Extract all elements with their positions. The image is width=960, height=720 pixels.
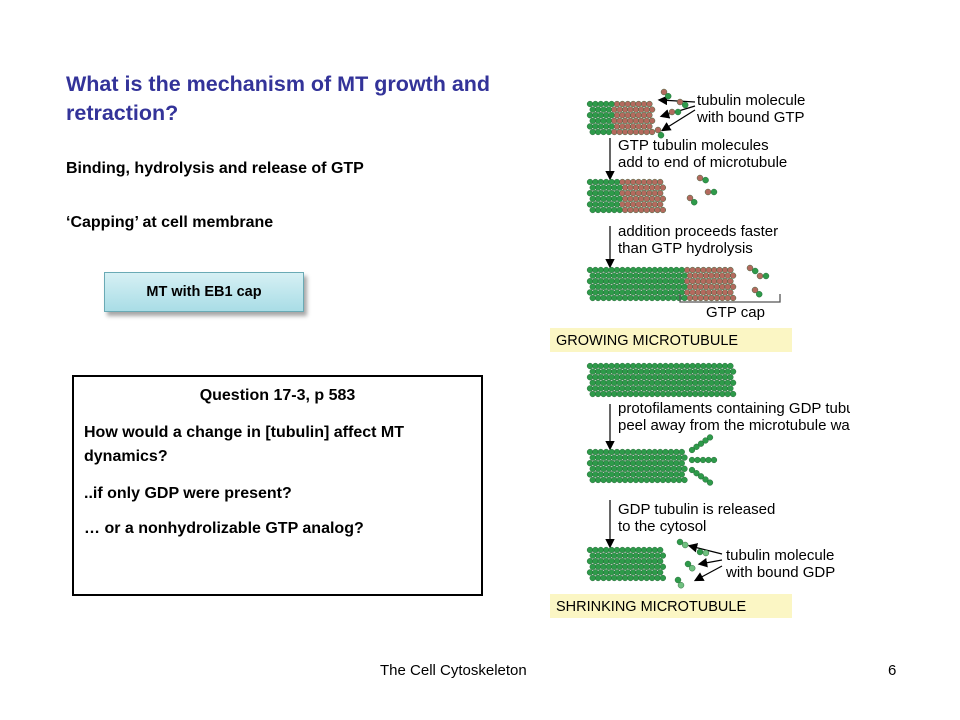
microtubule-stage1: [586, 100, 656, 136]
gtp-cap-bracket: [679, 294, 781, 303]
label-gtp-cap: GTP cap: [706, 304, 765, 321]
label-step2-1: addition proceeds faster: [618, 223, 778, 240]
label-step1-2: add to end of microtubule: [618, 154, 787, 171]
label-step4-2: to the cytosol: [618, 518, 706, 535]
label-step3-2: peel away from the microtubule wall: [618, 417, 850, 434]
shrinking-banner: [550, 594, 792, 618]
question-gdp-line: ..if only GDP were present?: [84, 485, 292, 502]
label-growing: GROWING MICROTUBULE: [556, 333, 738, 349]
label-gtp-tubulin-1: tubulin molecule: [697, 92, 805, 109]
label-gdp-tubulin-1: tubulin molecule: [726, 547, 834, 564]
label-shrinking: SHRINKING MICROTUBULE: [556, 599, 746, 615]
question-body: How would a change in [tubulin] affect M…: [84, 424, 404, 465]
eb1-cap-button[interactable]: MT with EB1 cap: [104, 272, 304, 312]
slide-number: 6: [888, 662, 897, 679]
question-header: Question 17-3, p 583: [199, 387, 356, 404]
gtp-cycle-text: Binding, hydrolysis and release of GTP: [66, 160, 364, 177]
label-step3-1: protofilaments containing GDP tubulin: [618, 400, 850, 417]
arrow-tubulin-gtp-c: [660, 109, 696, 132]
footer-title: The Cell Cytoskeleton: [380, 662, 527, 679]
microtubule-stage2: [586, 178, 667, 214]
label-step4-1: GDP tubulin is released: [618, 501, 775, 518]
label-gdp-tubulin-2: with bound GDP: [725, 564, 835, 581]
label-step2-2: than GTP hydrolysis: [618, 240, 753, 257]
question-box: Question 17-3, p 583 How would a change …: [72, 375, 483, 596]
capping-text: ‘Capping’ at cell membrane: [66, 214, 274, 231]
question-gtp-analog-line: … or a nonhydrolizable GTP analog?: [84, 520, 364, 537]
arrow-tubulin-gdp-c: [693, 565, 723, 582]
arrow-tubulin-gdp-b: [697, 557, 723, 568]
free-tubulin-molecules: [654, 88, 770, 589]
peeling-protofilaments: [688, 434, 718, 486]
label-step1-1: GTP tubulin molecules: [618, 137, 769, 154]
step-arrows: [605, 95, 723, 582]
microtubule-stage3: [586, 266, 737, 302]
slide-title: What is the mechanism of MT growth and r…: [66, 72, 491, 125]
microtubule-dynamics-diagram: tubulin molecule with bound GTP GTP tubu…: [550, 88, 850, 618]
eb1-cap-button-label: MT with EB1 cap: [146, 284, 262, 300]
microtubule-stage5: [586, 448, 688, 484]
label-gtp-tubulin-2: with bound GTP: [696, 109, 805, 126]
microtubule-stage6: [586, 546, 667, 582]
microtubule-stage4: [586, 362, 737, 398]
growing-banner: [550, 328, 792, 352]
microtubule-drawings: [586, 100, 737, 582]
